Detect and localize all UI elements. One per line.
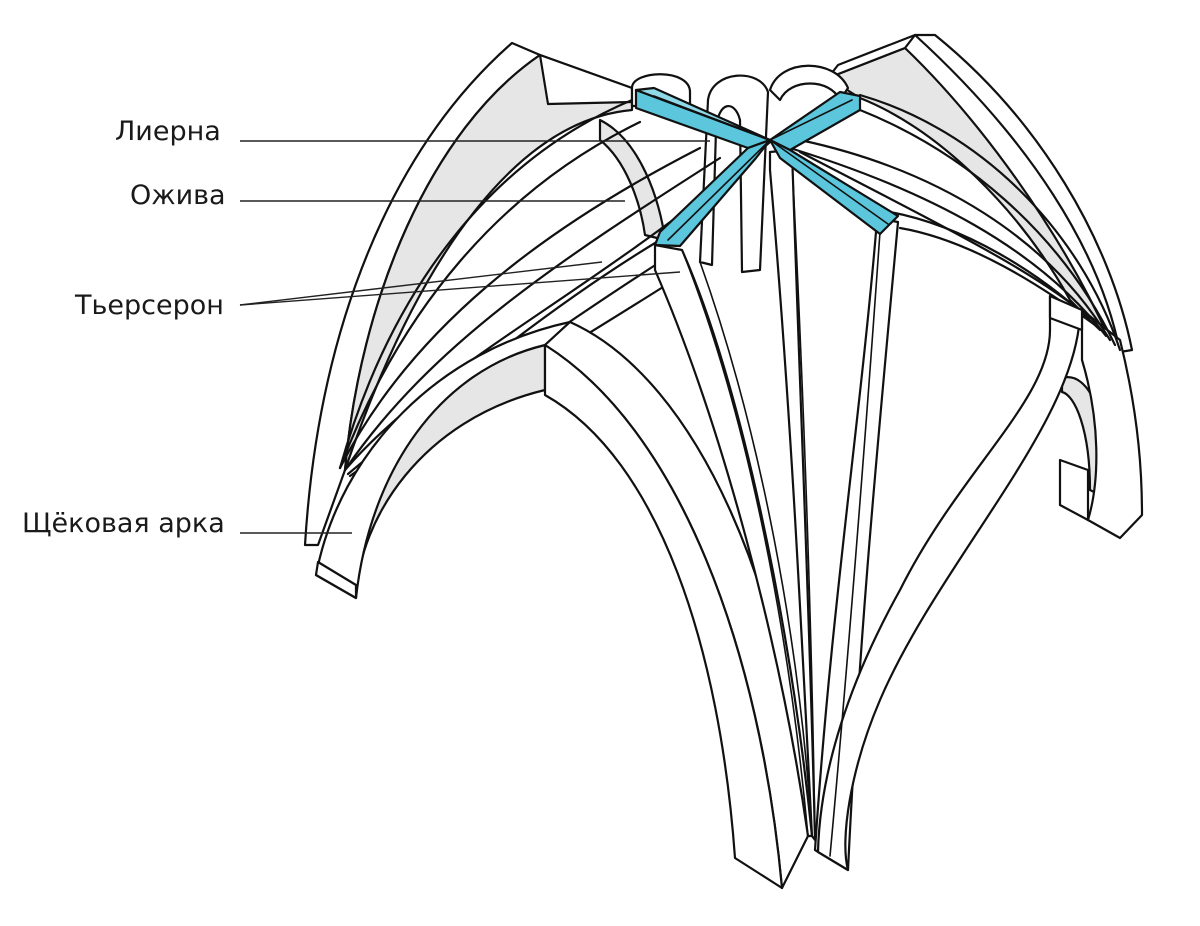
label-ogive: Ожива: [130, 180, 226, 211]
front-left-wall-arch: [314, 320, 810, 890]
label-wall-arch: Щёковая арка: [22, 508, 225, 539]
right-pier: [1058, 308, 1144, 540]
label-tierceron: Тьерсерон: [75, 290, 224, 321]
leader-lines: [239, 140, 710, 534]
leader-tierceron-2: [239, 271, 681, 306]
liernes: [634, 86, 900, 248]
front-pier-ribs: [653, 148, 1084, 872]
leader-tierceron-1: [239, 261, 603, 306]
back-left-wall-arch: [303, 41, 634, 547]
back-central-arches: [598, 64, 850, 274]
lierne-sw: [653, 138, 772, 248]
lierne-ne: [768, 90, 862, 152]
label-lierne: Лиерна: [115, 116, 221, 147]
